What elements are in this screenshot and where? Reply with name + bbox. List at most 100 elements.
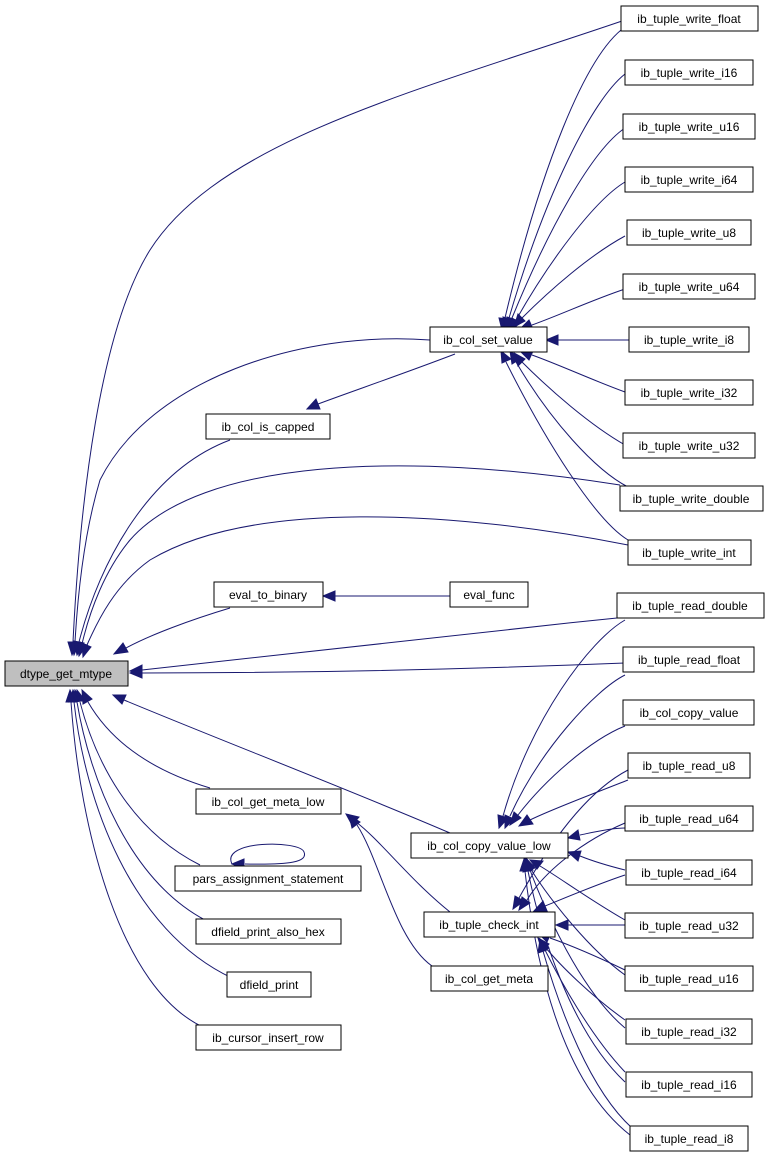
- node-label: ib_tuple_read_float: [638, 653, 741, 667]
- node-label: ib_tuple_write_i32: [641, 386, 738, 400]
- node-label: ib_tuple_write_int: [642, 546, 736, 560]
- node-label: ib_tuple_read_u8: [643, 759, 736, 773]
- edge-cursor-insert-to-dtype: [65, 688, 206, 1029]
- edge-read-u64-to-copy-low: [566, 827, 626, 841]
- node-ib-tuple-read-u64[interactable]: ib_tuple_read_u64: [624, 805, 754, 832]
- node-ib-tuple-read-double[interactable]: ib_tuple_read_double: [616, 592, 765, 619]
- node-ib-tuple-write-i16[interactable]: ib_tuple_write_i16: [624, 59, 754, 86]
- edge-read-i64-to-copy-low: [566, 850, 626, 871]
- node-pars-assignment-statement[interactable]: pars_assignment_statement: [174, 865, 362, 892]
- node-ib-tuple-write-i8[interactable]: ib_tuple_write_i8: [628, 326, 750, 353]
- node-ib-col-set-value[interactable]: ib_col_set_value: [429, 326, 548, 353]
- node-label: ib_tuple_write_float: [637, 12, 741, 26]
- edge-write-i64-to-set-value: [509, 181, 626, 333]
- edge-read-u8-to-copy-low: [517, 779, 629, 827]
- node-eval-to-binary[interactable]: eval_to_binary: [213, 581, 324, 608]
- edge-col-copy-value-to-copy-low: [509, 725, 626, 827]
- edge-pars-self-loop: [230, 843, 306, 870]
- node-label: ib_tuple_check_int: [439, 918, 539, 932]
- node-ib-tuple-check-int[interactable]: ib_tuple_check_int: [423, 911, 556, 938]
- node-label: ib_col_is_capped: [222, 420, 315, 434]
- edge-read-float-to-dtype: [128, 662, 626, 679]
- node-ib-tuple-read-u32[interactable]: ib_tuple_read_u32: [624, 912, 754, 939]
- node-label: ib_tuple_write_i16: [641, 66, 738, 80]
- node-ib-tuple-write-u16[interactable]: ib_tuple_write_u16: [622, 113, 756, 140]
- node-label: ib_tuple_read_i16: [641, 1078, 737, 1092]
- node-ib-tuple-write-i64[interactable]: ib_tuple_write_i64: [624, 166, 754, 193]
- node-ib-col-copy-value-low[interactable]: ib_col_copy_value_low: [410, 832, 569, 859]
- node-dfield-print-also-hex[interactable]: dfield_print_also_hex: [195, 918, 342, 945]
- node-ib-tuple-read-i64[interactable]: ib_tuple_read_i64: [625, 859, 753, 886]
- node-dtype-get-mtype[interactable]: dtype_get_mtype: [4, 660, 129, 687]
- node-label: ib_cursor_insert_row: [212, 1031, 324, 1045]
- node-ib-col-get-meta[interactable]: ib_col_get_meta: [430, 965, 549, 992]
- edge-read-double-to-copy-low: [497, 619, 626, 830]
- edge-is-capped-to-set-value: [305, 353, 456, 410]
- edge-write-int-to-dtype: [81, 516, 629, 659]
- node-ib-col-copy-value[interactable]: ib_col_copy_value: [622, 699, 755, 726]
- edge-write-i16-to-set-value: [502, 73, 626, 332]
- edge-eval-func-to-eval-to-binary: [321, 590, 450, 602]
- node-ib-tuple-write-u32[interactable]: ib_tuple_write_u32: [622, 432, 756, 459]
- node-ib-tuple-write-u64[interactable]: ib_tuple_write_u64: [622, 273, 756, 300]
- edge-read-i8-to-copy-low: [519, 857, 631, 1136]
- node-ib-tuple-read-u16[interactable]: ib_tuple_read_u16: [624, 965, 754, 992]
- node-label: ib_tuple_write_u64: [639, 280, 740, 294]
- node-ib-tuple-write-double[interactable]: ib_tuple_write_double: [619, 485, 764, 512]
- edge-read-u8-to-check-int: [512, 769, 629, 911]
- node-label: dtype_get_mtype: [20, 667, 112, 681]
- node-ib-tuple-read-i16[interactable]: ib_tuple_read_i16: [625, 1071, 753, 1098]
- edge-write-double-to-dtype: [76, 465, 621, 658]
- node-ib-tuple-write-u8[interactable]: ib_tuple_write_u8: [626, 219, 752, 246]
- edge-read-u32-to-check-int: [554, 919, 625, 931]
- node-label: ib_tuple_read_i64: [641, 866, 737, 880]
- node-label: dfield_print: [240, 978, 299, 992]
- node-ib-tuple-write-int[interactable]: ib_tuple_write_int: [627, 539, 752, 566]
- node-eval-func[interactable]: eval_func: [449, 581, 529, 608]
- node-ib-tuple-write-float[interactable]: ib_tuple_write_float: [620, 5, 759, 32]
- node-ib-col-get-meta-low[interactable]: ib_col_get_meta_low: [195, 788, 342, 815]
- node-label: ib_tuple_read_i8: [645, 1132, 734, 1146]
- node-label: ib_tuple_write_u8: [642, 226, 736, 240]
- edge-set-value-to-dtype: [69, 338, 431, 657]
- node-label: ib_tuple_write_double: [633, 492, 750, 506]
- edge-write-u32-to-set-value: [513, 351, 626, 446]
- node-label: ib_tuple_read_u16: [639, 972, 739, 986]
- node-label: eval_func: [463, 588, 514, 602]
- node-label: ib_col_set_value: [443, 333, 533, 347]
- node-label: ib_col_copy_value: [640, 706, 739, 720]
- node-label: ib_tuple_write_u32: [639, 439, 740, 453]
- edge-write-u64-to-set-value: [518, 288, 626, 330]
- edge-write-u16-to-set-value: [506, 127, 626, 332]
- node-ib-tuple-write-i32[interactable]: ib_tuple_write_i32: [624, 379, 754, 406]
- node-label: ib_tuple_write_u16: [639, 120, 740, 134]
- node-dfield-print[interactable]: dfield_print: [226, 971, 312, 998]
- edge-eval-to-binary-to-dtype: [112, 607, 231, 655]
- edge-get-meta-low-to-dtype: [81, 688, 211, 789]
- edge-write-i32-to-set-value: [518, 350, 626, 393]
- node-label: ib_col_copy_value_low: [427, 839, 551, 853]
- node-label: ib_tuple_read_double: [632, 599, 748, 613]
- edge-get-meta-to-get-meta-low: [348, 813, 433, 967]
- node-ib-cursor-insert-row[interactable]: ib_cursor_insert_row: [195, 1024, 342, 1051]
- node-label: ib_col_get_meta: [445, 972, 533, 986]
- node-ib-tuple-read-u8[interactable]: ib_tuple_read_u8: [627, 752, 751, 779]
- node-ib-col-is-capped[interactable]: ib_col_is_capped: [205, 413, 331, 440]
- node-label: ib_col_get_meta_low: [212, 795, 325, 809]
- node-ib-tuple-read-float[interactable]: ib_tuple_read_float: [622, 646, 755, 673]
- edge-check-int-to-get-meta-low: [345, 813, 451, 913]
- edge-write-i8-to-set-value: [544, 334, 630, 346]
- node-ib-tuple-read-i8[interactable]: ib_tuple_read_i8: [629, 1125, 749, 1152]
- node-label: dfield_print_also_hex: [211, 925, 324, 939]
- edge-copy-value-low-to-dtype: [111, 694, 451, 834]
- node-label: ib_tuple_read_i32: [641, 1025, 737, 1039]
- node-ib-tuple-read-i32[interactable]: ib_tuple_read_i32: [625, 1018, 753, 1045]
- edge-read-i64-to-check-int: [532, 874, 626, 912]
- node-label: ib_tuple_read_u32: [639, 919, 739, 933]
- edge-read-i8-to-check-int: [537, 937, 633, 1129]
- edges: [65, 19, 633, 1136]
- node-label: ib_tuple_write_i8: [644, 333, 734, 347]
- edge-write-float-to-set-value: [498, 26, 626, 332]
- edge-write-double-to-set-value: [509, 349, 629, 488]
